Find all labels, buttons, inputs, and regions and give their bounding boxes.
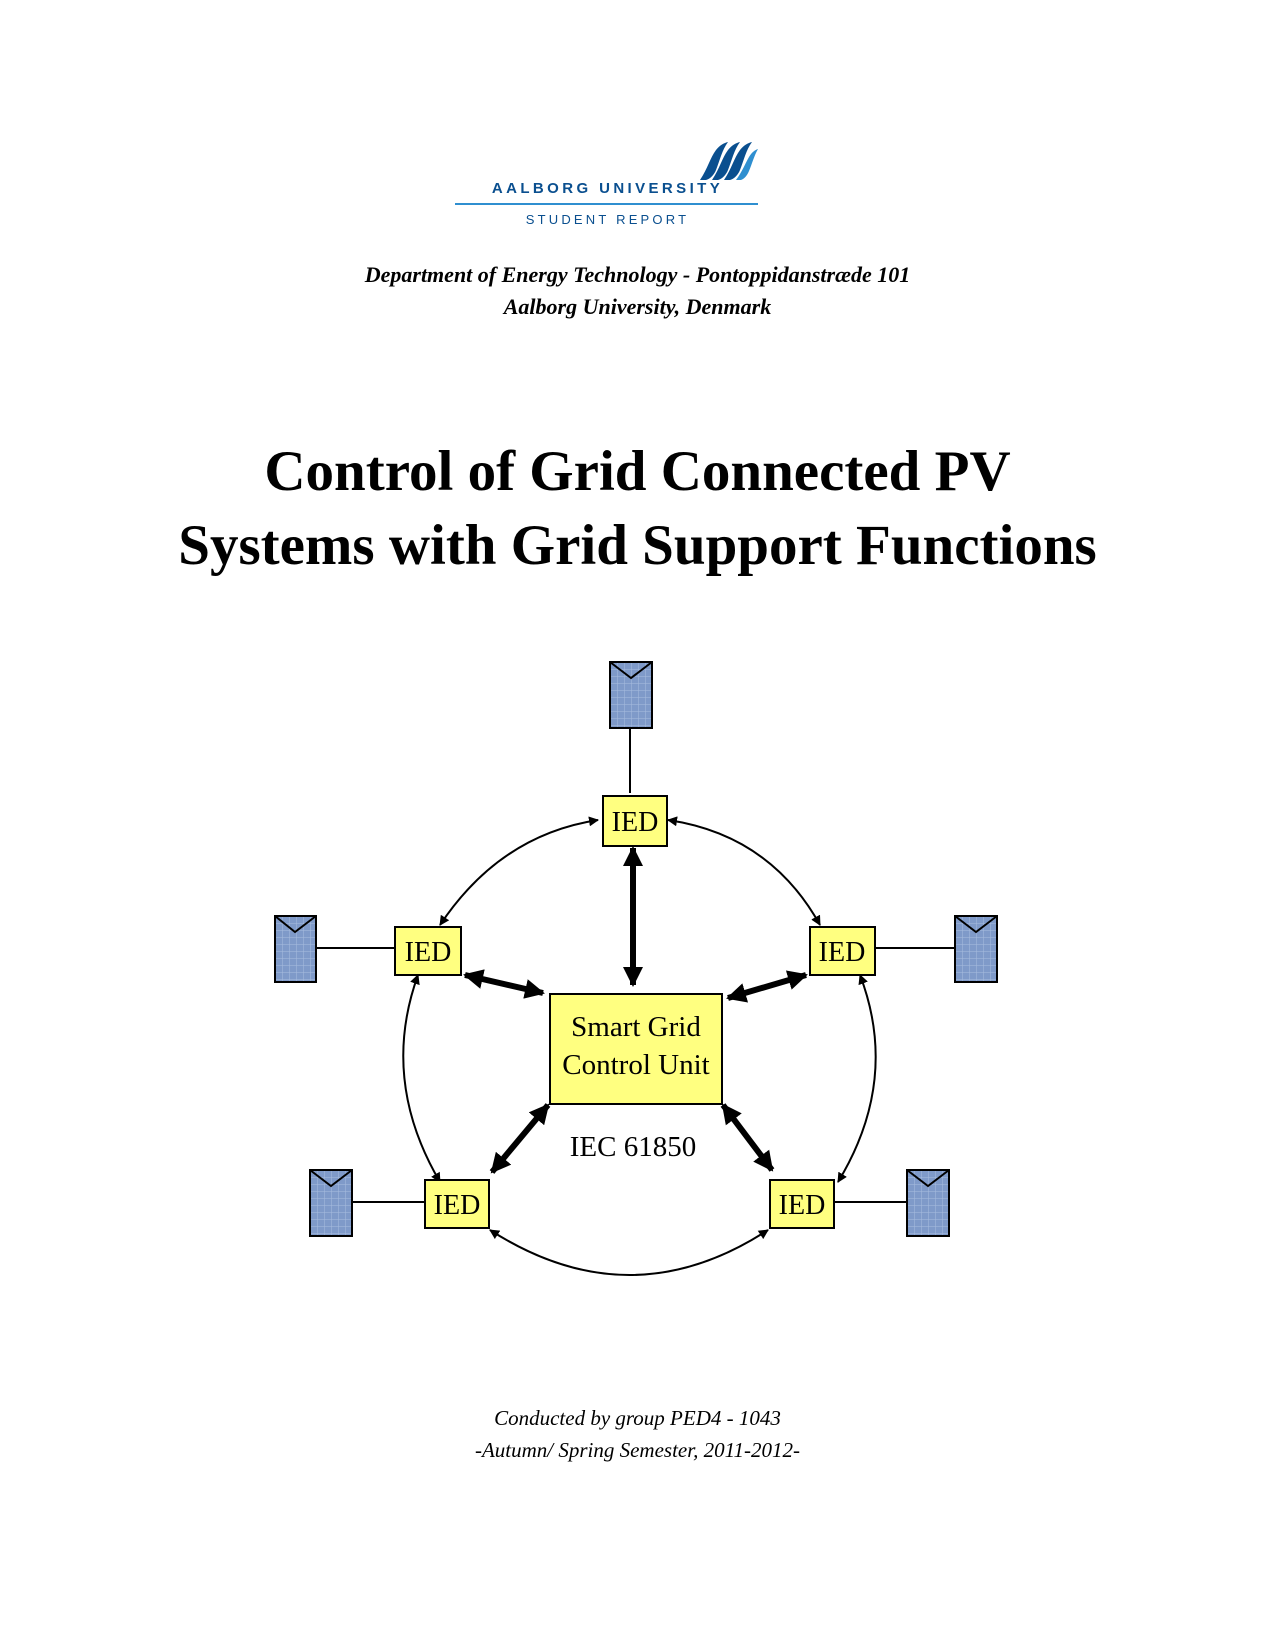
group-line: Conducted by group PED4 - 1043 — [494, 1406, 781, 1430]
control-unit-line-2: Control Unit — [562, 1049, 709, 1081]
smart-grid-control-unit: Smart Grid Control Unit — [549, 993, 723, 1105]
pv-panel-icon — [609, 661, 653, 729]
ied-left: IED — [394, 926, 462, 976]
control-link-left — [463, 969, 545, 999]
ring-link-top-right — [667, 816, 821, 926]
control-link-right — [726, 970, 808, 1003]
ied-right: IED — [809, 926, 876, 976]
network-diagram: Smart Grid Control Unit IEC 61850 IED IE… — [274, 661, 998, 1276]
department-line-2: Aalborg University, Denmark — [503, 294, 772, 319]
department-line-1: Department of Energy Technology - Pontop… — [364, 262, 911, 287]
university-name: AALBORG UNIVERSITY — [491, 180, 724, 197]
panel-connections — [316, 728, 955, 1203]
ring-link-top-left — [439, 816, 599, 926]
title-line-2: Systems with Grid Support Functions — [178, 514, 1097, 577]
ied-bottom-right-label: IED — [779, 1190, 826, 1221]
report-type: STUDENT REPORT — [525, 212, 690, 227]
ied-bottom-left: IED — [424, 1179, 490, 1229]
semester-line: -Autumn/ Spring Semester, 2011-2012- — [474, 1438, 801, 1462]
control-link-bottom-right — [720, 1103, 775, 1172]
ring-link-left — [402, 974, 441, 1183]
ied-left-label: IED — [405, 937, 452, 968]
waves-logo-icon — [700, 142, 758, 180]
pv-panel-icon — [954, 915, 998, 983]
pv-panel-icon — [906, 1169, 950, 1237]
title-line-1: Control of Grid Connected PV — [264, 440, 1011, 503]
control-link-bottom-left — [489, 1103, 551, 1174]
university-logo: AALBORG UNIVERSITY STUDENT REPORT — [455, 140, 760, 235]
control-links — [463, 846, 808, 1174]
control-unit-line-1: Smart Grid — [571, 1011, 701, 1043]
ring-links — [402, 816, 877, 1276]
ied-right-label: IED — [819, 937, 866, 968]
pv-panel-icon — [309, 1169, 353, 1237]
logo-divider — [455, 203, 758, 205]
ied-top-label: IED — [612, 807, 659, 838]
pv-panel-icon — [274, 915, 317, 983]
ied-bottom-right: IED — [769, 1179, 835, 1229]
ring-link-right — [837, 974, 877, 1183]
ied-bottom-left-label: IED — [434, 1190, 481, 1221]
ied-top: IED — [602, 795, 668, 847]
ring-link-bottom — [489, 1229, 769, 1276]
protocol-label: IEC 61850 — [570, 1131, 696, 1163]
